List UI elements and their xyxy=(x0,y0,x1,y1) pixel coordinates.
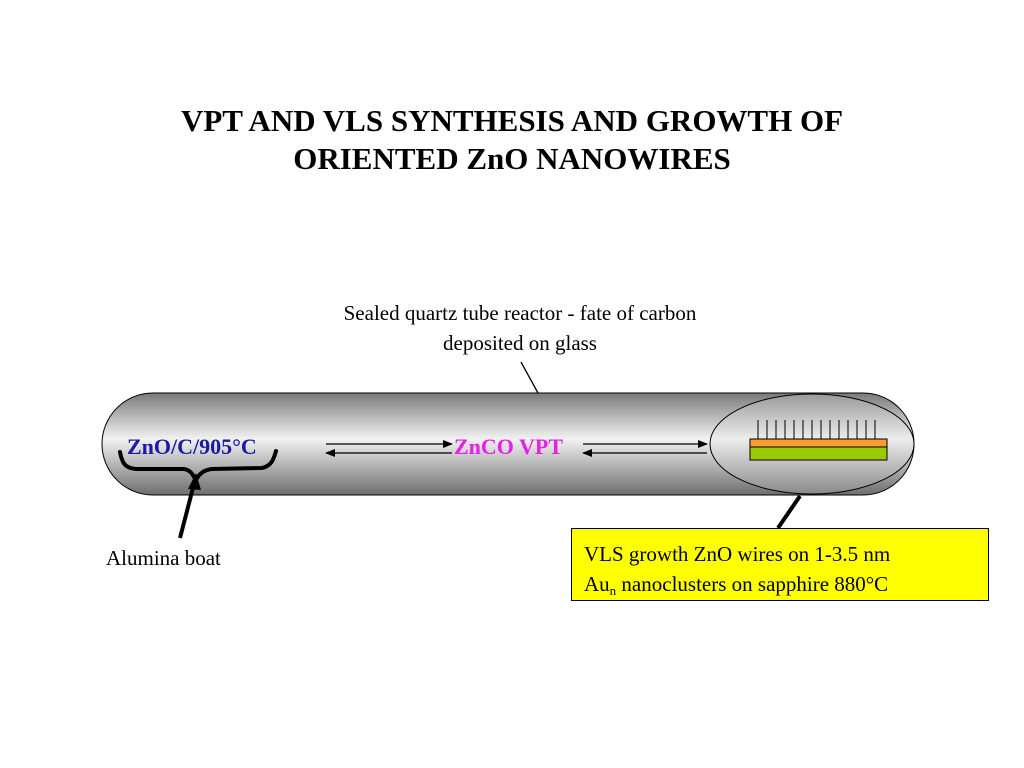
vls-line-2-rest: nanoclusters on sapphire 880°C xyxy=(616,572,889,596)
alumina-boat-label: Alumina boat xyxy=(106,546,221,570)
reactor-label-line-2: deposited on glass xyxy=(443,331,597,355)
vls-au-text: Au xyxy=(584,572,610,596)
source-label: ZnO/C/905°C xyxy=(127,434,257,459)
transport-label: ZnCO VPT xyxy=(454,434,564,459)
transport-arrows-right xyxy=(582,440,708,457)
boat-pointer-arrow xyxy=(178,483,196,539)
reactor-label-pointer xyxy=(520,361,539,394)
sapphire-substrate xyxy=(749,446,888,461)
inset-connector xyxy=(776,494,802,530)
vls-au-subscript: n xyxy=(609,583,617,598)
title-line-2: ORIENTED ZnO NANOWIRES xyxy=(293,141,731,176)
reactor-label-line-1: Sealed quartz tube reactor - fate of car… xyxy=(343,301,697,325)
nanowires xyxy=(757,420,876,439)
reactor-label: Sealed quartz tube reactor - fate of car… xyxy=(270,298,770,358)
vls-line-1: VLS growth ZnO wires on 1-3.5 nm xyxy=(584,542,891,566)
au-nanocluster-layer xyxy=(749,438,888,448)
vls-growth-box: VLS growth ZnO wires on 1-3.5 nm Aun nan… xyxy=(571,528,989,601)
transport-arrows-left xyxy=(325,440,453,457)
boat-pointer-arrowhead xyxy=(188,473,201,490)
vls-line-2: Aun nanoclusters on sapphire 880°C xyxy=(584,569,988,599)
slide-title: VPT AND VLS SYNTHESIS AND GROWTH OF ORIE… xyxy=(0,102,1024,178)
title-line-1: VPT AND VLS SYNTHESIS AND GROWTH OF xyxy=(180,103,844,138)
